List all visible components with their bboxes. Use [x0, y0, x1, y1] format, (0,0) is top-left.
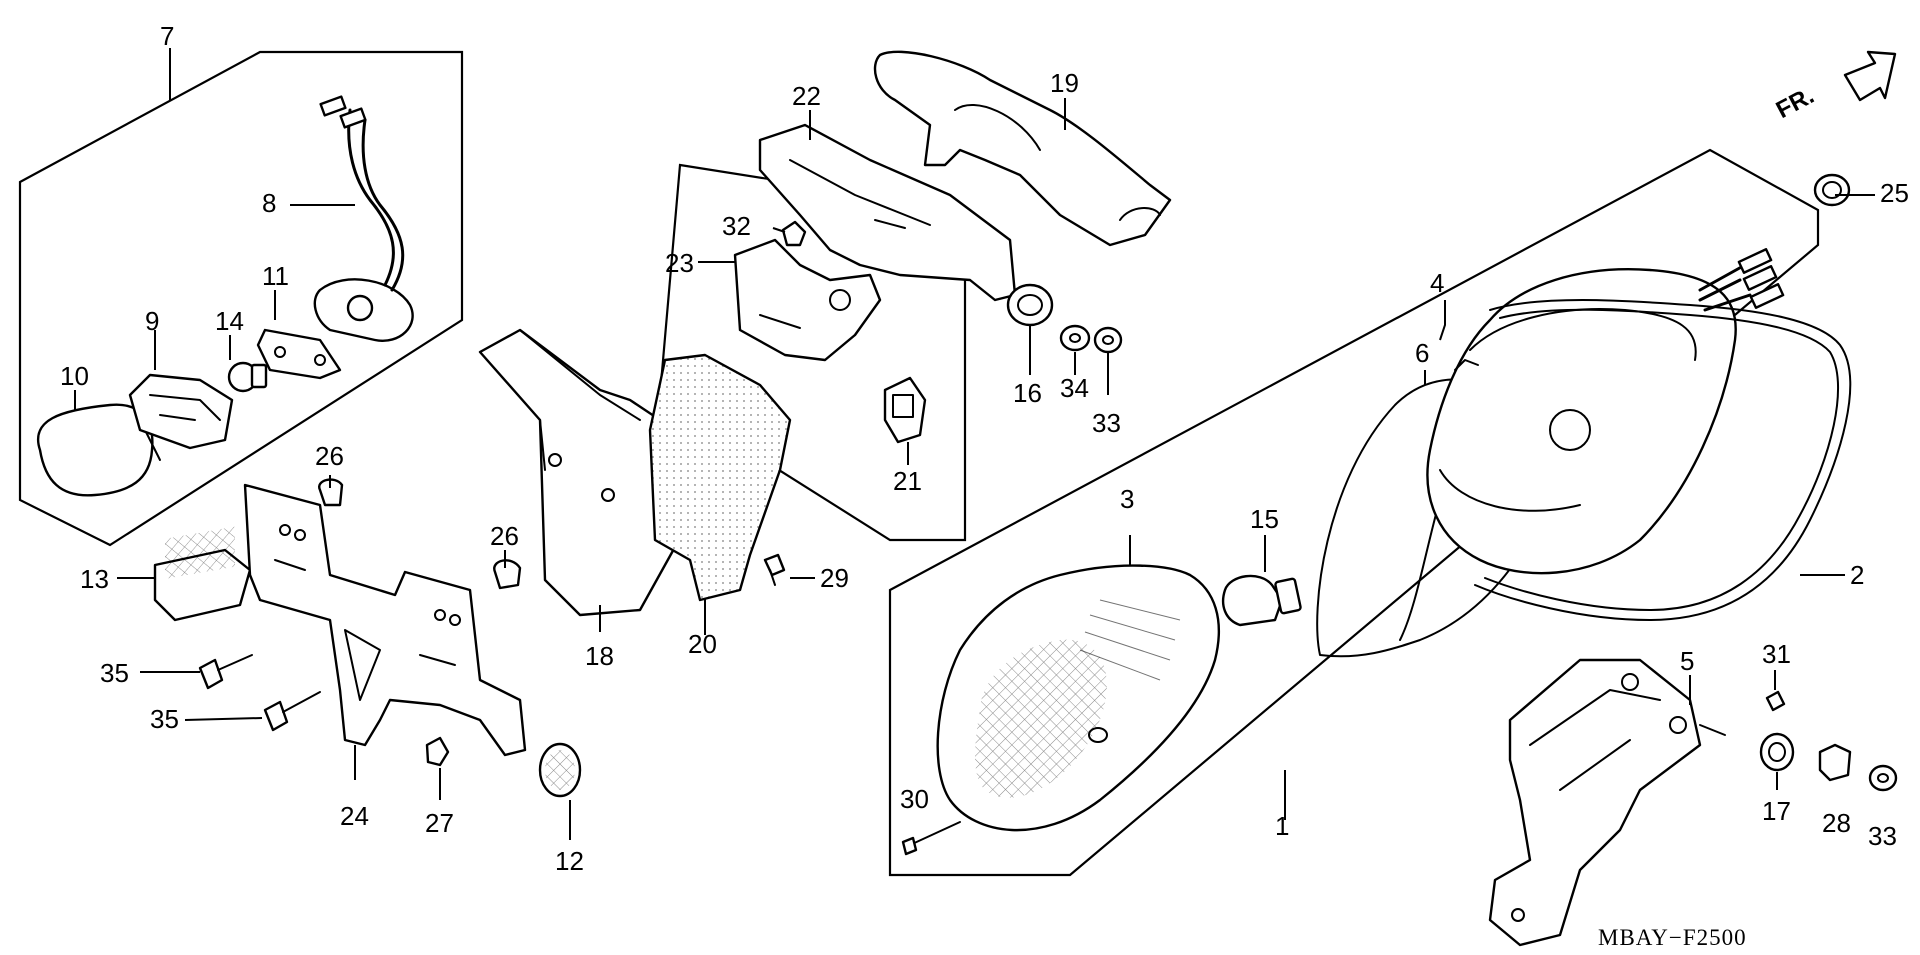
part-11-winker-gasket [256, 328, 342, 380]
part-27-collar [425, 736, 450, 767]
callout-24: 24 [340, 801, 369, 831]
part-23-mount-bracket [733, 238, 882, 362]
taillight-group-box [888, 148, 1820, 877]
callout-labels: 7 8 11 9 14 10 13 35 35 26 26 24 27 12 1… [60, 21, 1909, 876]
part-4-clip [1454, 359, 1479, 371]
part-10-winker-lens [37, 403, 161, 497]
part-16-grommet [1006, 283, 1054, 327]
winker-group-box [18, 50, 464, 547]
part-13-rear-reflector [153, 526, 252, 622]
part-22-upper-bracket [758, 123, 1017, 302]
callout-15: 15 [1250, 504, 1279, 534]
part-24-license-bracket [243, 483, 527, 757]
callout-33-a: 33 [1092, 408, 1121, 438]
part-21-rubber-mount [883, 376, 927, 444]
callout-32: 32 [722, 211, 751, 241]
part-12-license-light [538, 742, 582, 798]
callout-25: 25 [1880, 178, 1909, 208]
callout-12: 12 [555, 846, 584, 876]
callout-16: 16 [1013, 378, 1042, 408]
part-20-splash-guard [648, 353, 792, 602]
callout-4: 4 [1430, 268, 1444, 298]
part-29-screw [763, 553, 786, 586]
callout-30: 30 [900, 784, 929, 814]
part-35-bolt-b [263, 691, 321, 732]
part-33-nut-lower [1868, 764, 1898, 792]
front-direction-arrow: FR. [1772, 50, 1897, 124]
part-35-bolt-a [198, 654, 253, 690]
part-1-taillight-housing [1426, 248, 1785, 575]
callout-21: 21 [893, 466, 922, 496]
part-14-winker-bulb [227, 361, 268, 393]
callout-10: 10 [60, 361, 89, 391]
callout-35-b: 35 [150, 704, 179, 734]
callout-2: 2 [1850, 560, 1864, 590]
part-15-taillight-bulb [1221, 574, 1302, 627]
callout-3: 3 [1120, 484, 1134, 514]
callout-19: 19 [1050, 68, 1079, 98]
callout-29: 29 [820, 563, 849, 593]
part-26-screw-a [318, 478, 344, 507]
callout-7: 7 [160, 21, 174, 51]
callout-18: 18 [585, 641, 614, 671]
part-28-collar [1818, 743, 1852, 782]
callout-1: 1 [1275, 811, 1289, 841]
part-17-grommet [1759, 732, 1795, 772]
front-direction-label: FR. [1772, 82, 1819, 124]
callout-34: 34 [1060, 373, 1089, 403]
part-8-winker-base [313, 95, 414, 342]
callout-23: 23 [665, 248, 694, 278]
part-32-nut [781, 220, 807, 247]
callout-22: 22 [792, 81, 821, 111]
diagram-code: MBAY−F2500 [1598, 925, 1747, 950]
part-31-screw [1765, 690, 1786, 712]
callout-17: 17 [1762, 796, 1791, 826]
part-34-washer [1059, 324, 1091, 352]
callout-6: 6 [1415, 338, 1429, 368]
part-3-taillight-lens [936, 564, 1221, 832]
part-19-center-cover [873, 50, 1172, 247]
callout-31: 31 [1762, 639, 1791, 669]
callout-28: 28 [1822, 808, 1851, 838]
callout-20: 20 [688, 629, 717, 659]
callout-27: 27 [425, 808, 454, 838]
part-25-grommet [1813, 173, 1851, 207]
callout-33-b: 33 [1868, 821, 1897, 851]
callout-26-b: 26 [490, 521, 519, 551]
callout-5: 5 [1680, 646, 1694, 676]
callout-9: 9 [145, 306, 159, 336]
callout-35-a: 35 [100, 658, 129, 688]
part-26-screw-b [493, 559, 522, 590]
part-5-taillight-stay [1488, 658, 1726, 947]
part-2-outer-gasket [1474, 299, 1852, 621]
callout-8: 8 [262, 188, 276, 218]
leader-lines [74, 48, 1875, 840]
part-9-winker-socket [128, 373, 234, 450]
part-30-screw [901, 821, 961, 856]
callout-13: 13 [80, 564, 109, 594]
callout-11: 11 [262, 261, 289, 291]
callout-26-a: 26 [315, 441, 344, 471]
part-33-nut-upper [1093, 326, 1123, 354]
callout-14: 14 [215, 306, 244, 336]
